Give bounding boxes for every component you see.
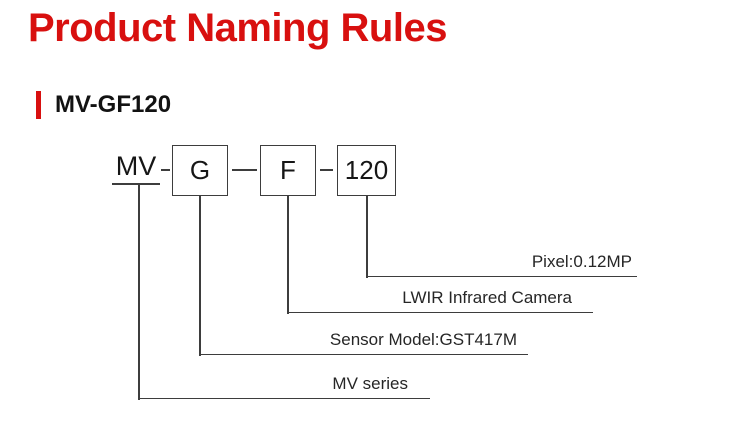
callout-series: MV series <box>138 374 430 399</box>
callout-series-label: MV series <box>332 374 408 393</box>
product-name-heading: MV-GF120 <box>36 90 171 120</box>
callout-camera-type-label: LWIR Infrared Camera <box>402 288 572 307</box>
product-name: MV-GF120 <box>55 91 172 118</box>
prefix-label: MV <box>115 151 157 181</box>
dropline-120 <box>366 196 368 278</box>
dropline-f <box>287 196 289 314</box>
connector-g-f <box>232 169 257 171</box>
callout-sensor-model: Sensor Model:GST417M <box>199 330 528 355</box>
callout-pixel-label: Pixel:0.12MP <box>531 252 632 271</box>
connector-mv-g <box>161 169 170 171</box>
code-box-120: 120 <box>337 145 396 196</box>
dropline-mv <box>138 184 140 400</box>
code-box-g: G <box>172 145 228 196</box>
accent-bar <box>36 91 41 119</box>
connector-f-120 <box>320 169 333 171</box>
dropline-g <box>199 196 201 356</box>
callout-sensor-model-label: Sensor Model:GST417M <box>329 330 517 349</box>
prefix-underline <box>112 183 160 185</box>
callout-pixel: Pixel:0.12MP <box>368 252 637 277</box>
page-title: Product Naming Rules <box>28 6 447 50</box>
callout-camera-type: LWIR Infrared Camera <box>288 288 593 313</box>
code-box-f: F <box>260 145 316 196</box>
